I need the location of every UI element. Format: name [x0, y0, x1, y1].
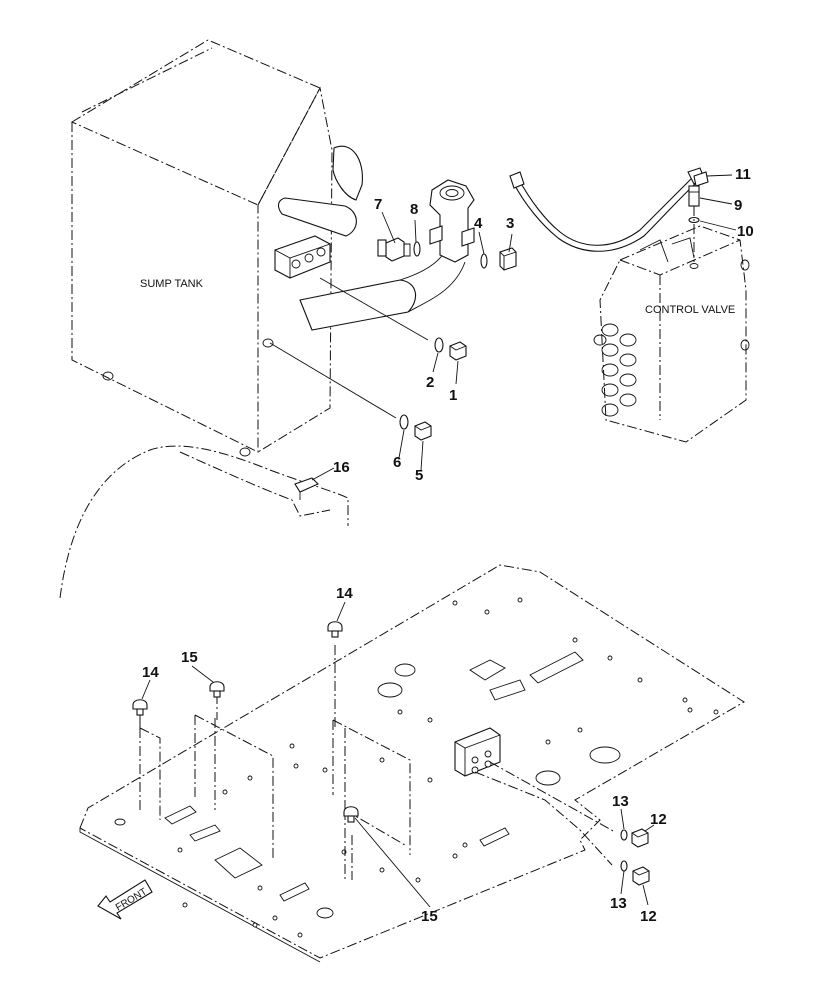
bolt-guide-lines — [139, 645, 411, 880]
callout-6: 6 — [393, 454, 401, 471]
filter-housing — [429, 179, 475, 263]
callout-12-lower: 12 — [640, 908, 657, 925]
control-valve: CONTROL VALVE — [593, 225, 750, 443]
callout-3: 3 — [506, 215, 514, 232]
plug-5 — [414, 421, 432, 441]
sump-tank-label: SUMP TANK — [140, 278, 204, 290]
callout-1: 1 — [449, 387, 457, 404]
callout-9: 9 — [734, 197, 742, 214]
callout-7: 7 — [374, 196, 382, 213]
callout-4: 4 — [474, 215, 483, 232]
callout-14-left: 14 — [142, 664, 159, 681]
plug-12-upper — [631, 828, 649, 848]
callout-13-upper: 13 — [612, 793, 629, 810]
bolt-14-top — [327, 621, 343, 638]
o-ring-13-upper — [620, 829, 628, 841]
sump-tank: SUMP TANK — [70, 39, 466, 457]
control-valve-label: CONTROL VALVE — [645, 304, 735, 316]
callouts: 1 2 3 4 5 6 7 8 9 10 11 12 12 13 13 14 1… — [142, 166, 754, 925]
cab-outline — [59, 445, 349, 599]
elbow-fitting-11 — [693, 171, 709, 187]
callout-10: 10 — [737, 223, 754, 240]
callout-12-upper: 12 — [650, 811, 667, 828]
fitting-7 — [377, 237, 411, 262]
floor-plate — [79, 564, 745, 963]
o-ring-4 — [480, 253, 488, 269]
clamp-16 — [294, 477, 319, 500]
callout-14-top: 14 — [336, 585, 353, 602]
bolt-14-left — [132, 699, 148, 716]
adapter-9 — [688, 185, 700, 207]
pilot-hose — [509, 167, 705, 252]
o-ring-6 — [399, 414, 409, 430]
o-ring-8 — [413, 241, 421, 257]
callout-11: 11 — [735, 166, 751, 183]
callout-13-lower: 13 — [610, 895, 627, 912]
callout-15-upper: 15 — [181, 649, 198, 666]
front-arrow-icon: FRONT — [97, 879, 153, 920]
plug-3 — [499, 247, 517, 271]
callout-15-lower: 15 — [421, 908, 438, 925]
callout-8: 8 — [410, 201, 418, 218]
manifold-block — [454, 727, 501, 777]
callout-5: 5 — [415, 467, 423, 484]
bolt-15-upper — [209, 681, 225, 698]
callout-16: 16 — [333, 459, 350, 476]
leader-lines — [141, 174, 737, 908]
o-ring-2 — [434, 337, 444, 353]
callout-2: 2 — [426, 374, 434, 391]
plug-1 — [449, 341, 467, 361]
o-ring-13-lower — [620, 860, 628, 872]
bolt-15-lower — [343, 806, 359, 823]
plug-12-lower — [632, 866, 650, 886]
